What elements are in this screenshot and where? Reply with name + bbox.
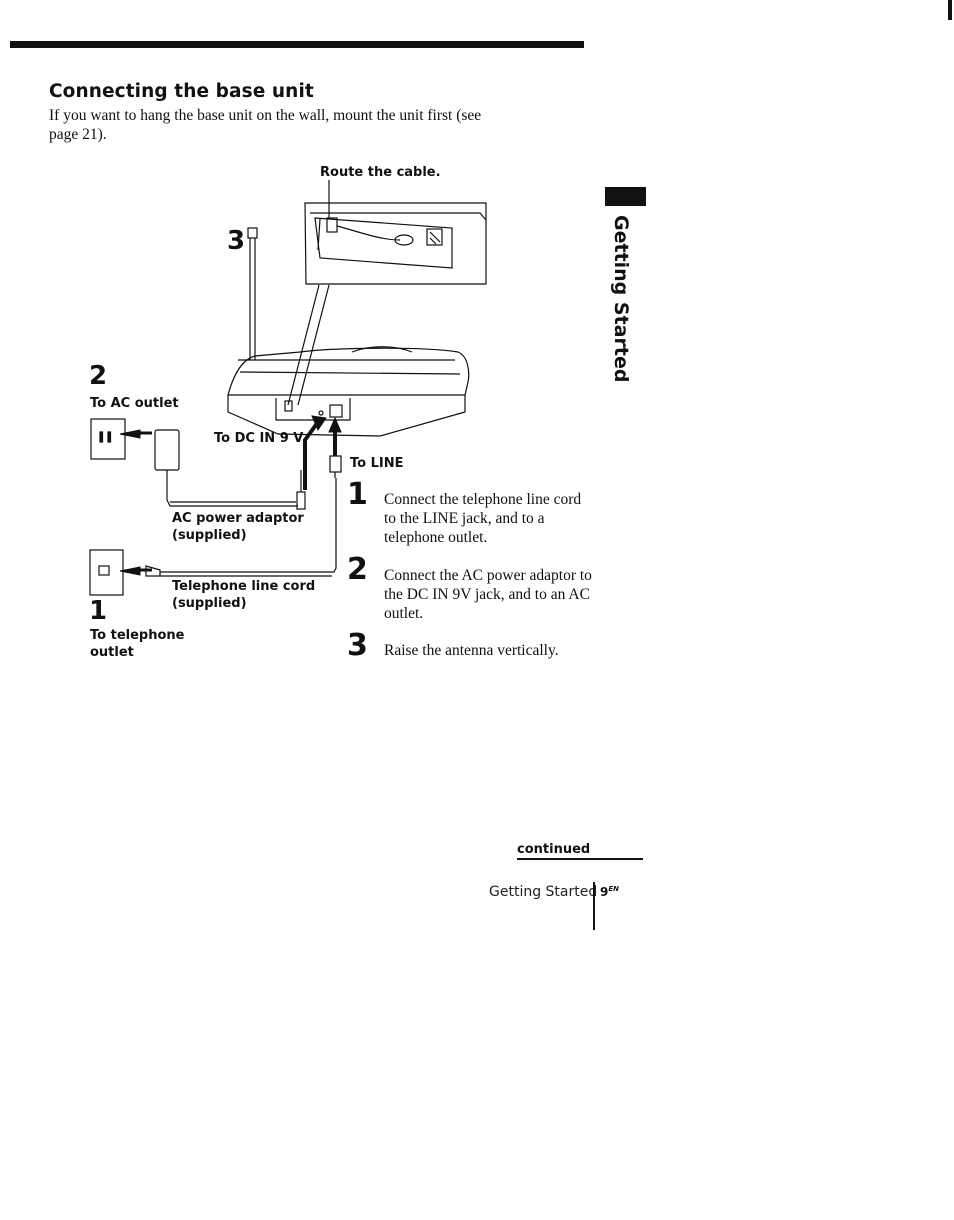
route-cable-label: Route the cable. [320,165,441,180]
intro-paragraph: If you want to hang the base unit on the… [49,107,482,143]
ac-adaptor-label: AC power adaptor (supplied) [172,510,304,544]
side-tab-marker [605,187,646,206]
connection-diagram [89,180,487,596]
page-number-suffix: EN [608,885,619,893]
diagram-step-2-marker: 2 [89,361,108,391]
header-rule [10,41,584,48]
telephone-cord-label-line1: Telephone line cord [172,579,316,594]
step-1-text: Connect the telephone line cord to the L… [384,491,582,546]
step-2-text: Connect the AC power adaptor to the DC I… [384,567,592,622]
footer-divider [593,882,595,930]
step-3-number: 3 [347,628,368,663]
diagram-step-3-marker: 3 [227,226,246,256]
to-telephone-outlet-line2: outlet [90,645,134,660]
to-telephone-outlet-label: To telephone outlet [90,627,184,661]
inset-closeup [304,202,487,285]
step-3-text: Raise the antenna vertically. [384,642,559,659]
step-2-number: 2 [347,552,368,587]
page-number-value: 9 [600,885,609,899]
telephone-outlet [89,549,124,596]
ac-adaptor-label-line1: AC power adaptor [172,511,304,526]
to-ac-outlet-label: To AC outlet [90,396,179,411]
base-unit [227,346,470,437]
diagram-step-1-marker: 1 [89,596,108,626]
to-telephone-outlet-line1: To telephone [90,628,185,643]
page-number: 9EN [600,885,619,899]
telephone-cord-label: Telephone line cord (supplied) [172,578,315,612]
section-title: Connecting the base unit [49,81,314,102]
telephone-cord-label-line2: (supplied) [172,596,247,611]
step-1-number: 1 [347,477,368,512]
continued-note: continued [517,842,591,857]
to-dc-in-label: To DC IN 9 V [214,431,304,446]
ac-outlet [90,418,126,460]
ac-adaptor-label-line2: (supplied) [172,528,247,543]
page-edge-mark [948,0,952,20]
footer-section-name: Getting Started [489,884,598,900]
side-tab-label: Getting Started [610,215,632,383]
continued-rule [517,858,643,860]
ac-adapter [154,429,180,471]
to-line-label: To LINE [350,456,404,471]
